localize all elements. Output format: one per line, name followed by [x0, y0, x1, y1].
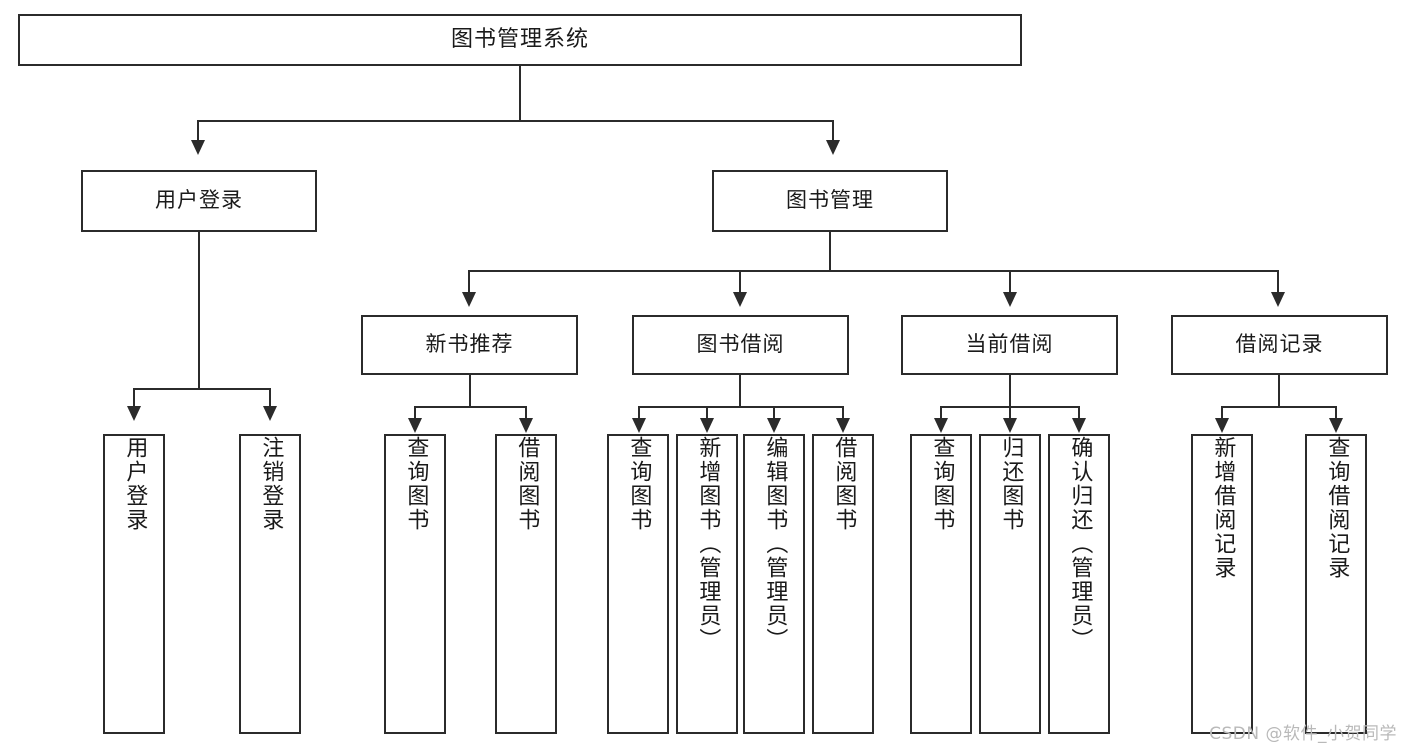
leaf-label: 确认归还（管理员） — [1067, 436, 1093, 652]
connector-book-borrow-bus — [638, 406, 844, 408]
node-book-borrow[interactable]: 图书借阅 — [632, 315, 849, 375]
leaf-return-book[interactable]: 归还图书 — [979, 434, 1041, 734]
connector-drop-leaf-r1 — [1221, 406, 1223, 420]
leaf-confirm-return-admin[interactable]: 确认归还（管理员） — [1048, 434, 1110, 734]
connector-root-stem — [519, 66, 521, 121]
connector-book-manage-stem — [829, 232, 831, 272]
arrowhead-leaf-b1 — [632, 418, 646, 433]
arrowhead-leaf-b4 — [836, 418, 850, 433]
leaf-label: 编辑图书（管理员） — [762, 436, 788, 652]
leaf-label: 新增图书（管理员） — [695, 436, 721, 652]
connector-drop-leaf-c2 — [1009, 406, 1011, 420]
arrowhead-new-book — [462, 292, 476, 307]
arrowhead-current-borrow — [1003, 292, 1017, 307]
connector-new-book-stem — [469, 375, 471, 408]
connector-drop-leaf-c3 — [1078, 406, 1080, 420]
arrowhead-book-borrow — [733, 292, 747, 307]
connector-borrow-record-bus — [1221, 406, 1337, 408]
connector-drop-leaf-b2 — [706, 406, 708, 420]
connector-drop-user-login — [197, 120, 199, 142]
arrowhead-leaf-u2 — [263, 406, 277, 421]
node-root-system[interactable]: 图书管理系统 — [18, 14, 1022, 66]
connector-drop-book-manage — [832, 120, 834, 142]
leaf-add-borrow-record[interactable]: 新增借阅记录 — [1191, 434, 1253, 734]
leaf-query-book-recommend[interactable]: 查询图书 — [384, 434, 446, 734]
node-label: 新书推荐 — [425, 332, 514, 357]
leaf-label: 借阅图书 — [514, 436, 540, 532]
connector-drop-leaf-u2 — [269, 388, 271, 408]
arrowhead-user-login — [191, 140, 205, 155]
leaf-query-book-borrow[interactable]: 查询图书 — [607, 434, 669, 734]
connector-user-login-bus — [133, 388, 270, 390]
leaf-label: 新增借阅记录 — [1210, 436, 1236, 580]
connector-drop-leaf-c1 — [940, 406, 942, 420]
leaf-borrow-book[interactable]: 借阅图书 — [812, 434, 874, 734]
connector-drop-leaf-r2 — [1335, 406, 1337, 420]
node-current-borrow[interactable]: 当前借阅 — [901, 315, 1118, 375]
arrowhead-book-manage — [826, 140, 840, 155]
node-label: 图书管理 — [786, 188, 874, 213]
node-user-login[interactable]: 用户登录 — [81, 170, 317, 232]
leaf-label: 注销登录 — [258, 436, 284, 532]
leaf-label: 用户登录 — [122, 436, 148, 532]
arrowhead-leaf-b2 — [700, 418, 714, 433]
node-label: 借阅记录 — [1235, 332, 1324, 357]
leaf-label: 借阅图书 — [831, 436, 857, 532]
leaf-label: 查询借阅记录 — [1324, 436, 1350, 580]
arrowhead-leaf-c3 — [1072, 418, 1086, 433]
arrowhead-leaf-n2 — [519, 418, 533, 433]
leaf-label: 查询图书 — [626, 436, 652, 532]
arrowhead-leaf-c2 — [1003, 418, 1017, 433]
connector-drop-borrow-record — [1277, 270, 1279, 294]
arrowhead-leaf-c1 — [934, 418, 948, 433]
node-label: 用户登录 — [155, 188, 243, 213]
connector-drop-leaf-n2 — [525, 406, 527, 420]
leaf-edit-book-admin[interactable]: 编辑图书（管理员） — [743, 434, 805, 734]
connector-drop-leaf-b3 — [773, 406, 775, 420]
leaf-user-login[interactable]: 用户登录 — [103, 434, 165, 734]
node-label: 图书借阅 — [696, 332, 785, 357]
connector-user-login-stem — [198, 232, 200, 390]
node-borrow-record[interactable]: 借阅记录 — [1171, 315, 1388, 375]
arrowhead-leaf-n1 — [408, 418, 422, 433]
connector-book-manage-bus — [468, 270, 1279, 272]
node-label: 当前借阅 — [965, 332, 1054, 357]
connector-root-bus — [197, 120, 834, 122]
connector-drop-leaf-b1 — [638, 406, 640, 420]
connector-drop-current-borrow — [1009, 270, 1011, 294]
leaf-add-book-admin[interactable]: 新增图书（管理员） — [676, 434, 738, 734]
connector-drop-new-book — [468, 270, 470, 294]
leaf-label: 归还图书 — [998, 436, 1024, 532]
leaf-query-borrow-record[interactable]: 查询借阅记录 — [1305, 434, 1367, 734]
connector-current-borrow-stem — [1009, 375, 1011, 408]
node-book-management[interactable]: 图书管理 — [712, 170, 948, 232]
connector-new-book-bus — [414, 406, 527, 408]
leaf-query-book-current[interactable]: 查询图书 — [910, 434, 972, 734]
leaf-borrow-book-recommend[interactable]: 借阅图书 — [495, 434, 557, 734]
arrowhead-leaf-b3 — [767, 418, 781, 433]
arrowhead-leaf-r1 — [1215, 418, 1229, 433]
connector-drop-leaf-b4 — [842, 406, 844, 420]
connector-drop-leaf-u1 — [133, 388, 135, 408]
node-new-book-recommend[interactable]: 新书推荐 — [361, 315, 578, 375]
leaf-label: 查询图书 — [929, 436, 955, 532]
arrowhead-borrow-record — [1271, 292, 1285, 307]
connector-drop-book-borrow — [739, 270, 741, 294]
connector-book-borrow-stem — [739, 375, 741, 408]
arrowhead-leaf-r2 — [1329, 418, 1343, 433]
connector-borrow-record-stem — [1278, 375, 1280, 408]
leaf-label: 查询图书 — [403, 436, 429, 532]
arrowhead-leaf-u1 — [127, 406, 141, 421]
leaf-logout[interactable]: 注销登录 — [239, 434, 301, 734]
node-label: 图书管理系统 — [450, 26, 589, 52]
connector-drop-leaf-n1 — [414, 406, 416, 420]
